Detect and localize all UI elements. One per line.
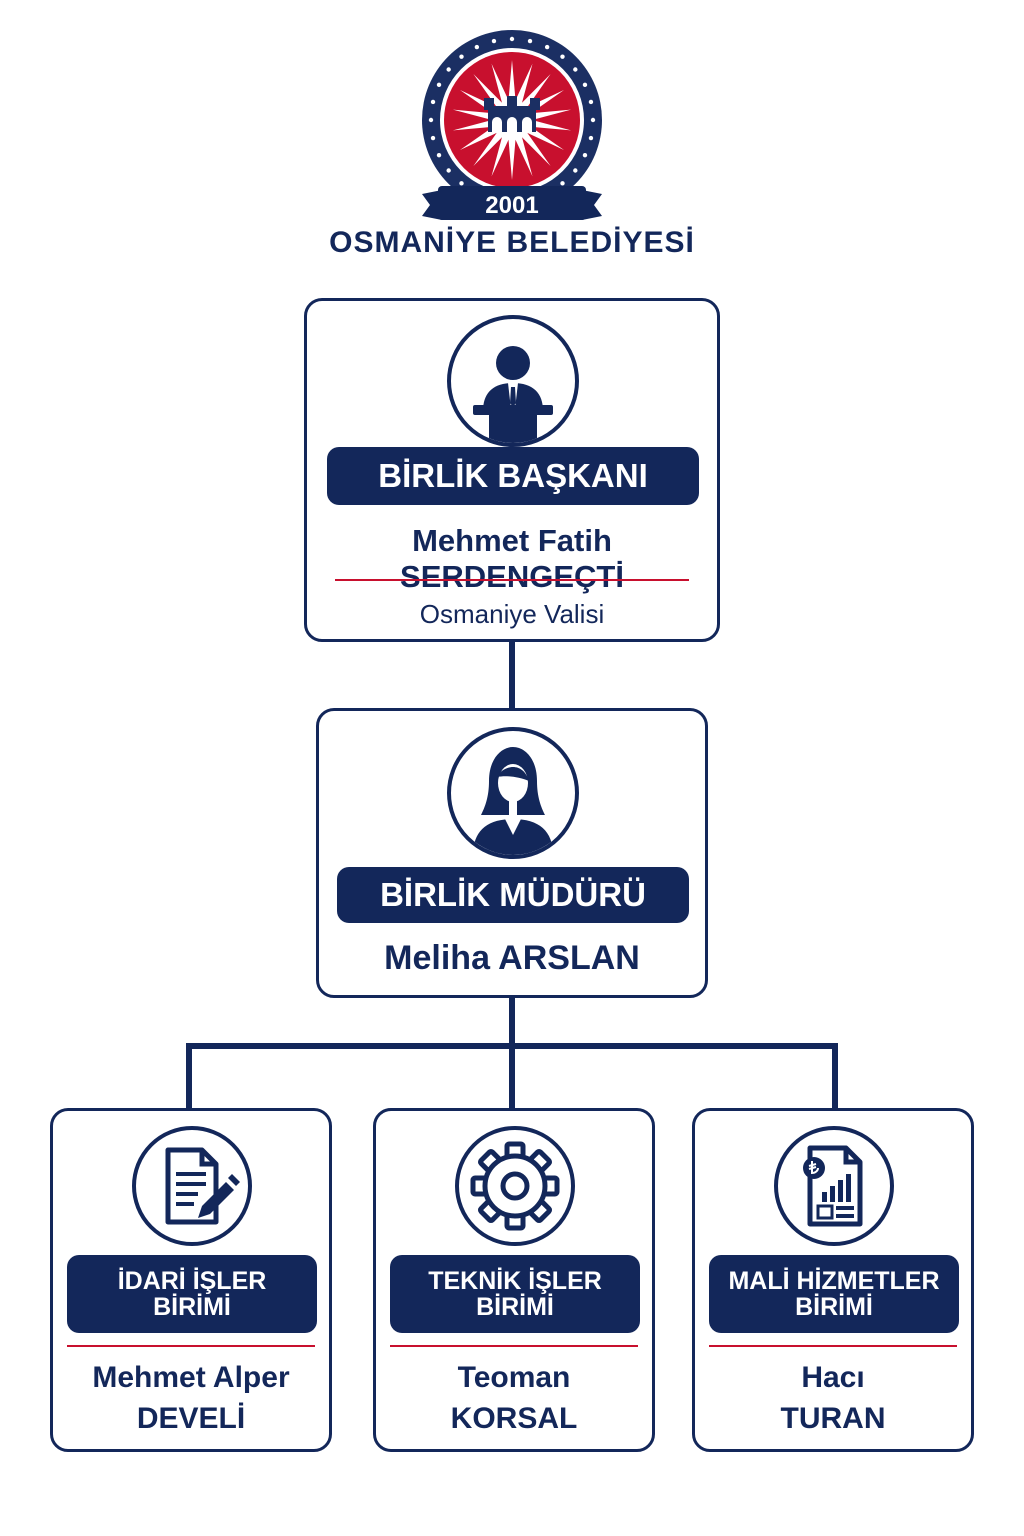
municipality-logo: 2001: [422, 30, 602, 220]
president-card: BİRLİK BAŞKANI Mehmet Fatih SERDENGEÇTİ …: [304, 298, 720, 642]
unit-avatar: [774, 1126, 894, 1246]
unit-title-line2: BİRİMİ: [795, 1293, 873, 1321]
unit-name-line2: KORSAL: [450, 1402, 578, 1435]
document-edit-icon: [165, 1147, 240, 1225]
director-title: BİRLİK MÜDÜRÜ: [337, 867, 689, 923]
president-subtitle: Osmaniye Valisi: [419, 599, 605, 629]
unit-title-line1: MALİ HİZMETLER: [728, 1266, 940, 1295]
unit-card-technical: TEKNİK İŞLER BİRİMİ Teoman KORSAL: [373, 1108, 655, 1452]
unit-name-line2: DEVELİ: [136, 1402, 246, 1435]
director-name: Meliha ARSLAN: [384, 939, 640, 977]
unit-name-line1: Teoman: [457, 1361, 571, 1394]
president-divider: [335, 579, 689, 581]
unit-avatar: [132, 1126, 252, 1246]
director-card: BİRLİK MÜDÜRÜ Meliha ARSLAN: [316, 708, 708, 998]
unit-avatar: [455, 1126, 575, 1246]
unit-name-line1: Mehmet Alper: [92, 1361, 290, 1394]
connector-president-director: [509, 640, 515, 712]
gear-icon: [470, 1141, 560, 1231]
unit-divider: [390, 1345, 638, 1347]
president-avatar: [447, 315, 579, 447]
unit-title-line2: BİRİMİ: [153, 1293, 231, 1321]
unit-divider: [67, 1345, 315, 1347]
unit-name-line1: Hacı: [801, 1361, 865, 1394]
unit-card-financial: MALİ HİZMETLER BİRİMİ Hacı TURAN: [692, 1108, 974, 1452]
finance-report-icon: [803, 1145, 863, 1227]
logo-year: 2001: [485, 192, 538, 219]
connector-unit-3: [832, 1043, 838, 1113]
connector-horizontal: [186, 1043, 838, 1049]
unit-title-line1: İDARİ İŞLER: [117, 1266, 267, 1295]
connector-director-trunk: [509, 995, 515, 1113]
unit-divider: [709, 1345, 957, 1347]
unit-title-line2: BİRİMİ: [476, 1293, 554, 1321]
organization-name: OSMANİYE BELEDİYESİ: [329, 226, 695, 259]
director-avatar: [447, 727, 579, 859]
unit-title: İDARİ İŞLER BİRİMİ: [67, 1255, 317, 1333]
unit-title: MALİ HİZMETLER BİRİMİ: [709, 1255, 959, 1333]
unit-card-administrative: İDARİ İŞLER BİRİMİ Mehmet Alper DEVELİ: [50, 1108, 332, 1452]
unit-title-line1: TEKNİK İŞLER: [428, 1266, 602, 1295]
speaker-podium-icon: [473, 346, 553, 443]
businesswoman-icon: [473, 747, 553, 855]
president-name: Mehmet Fatih SERDENGEÇTİ: [400, 523, 624, 594]
unit-name-line2: TURAN: [780, 1402, 886, 1435]
unit-title: TEKNİK İŞLER BİRİMİ: [390, 1255, 640, 1333]
president-title: BİRLİK BAŞKANI: [327, 447, 699, 505]
connector-unit-1: [186, 1043, 192, 1113]
